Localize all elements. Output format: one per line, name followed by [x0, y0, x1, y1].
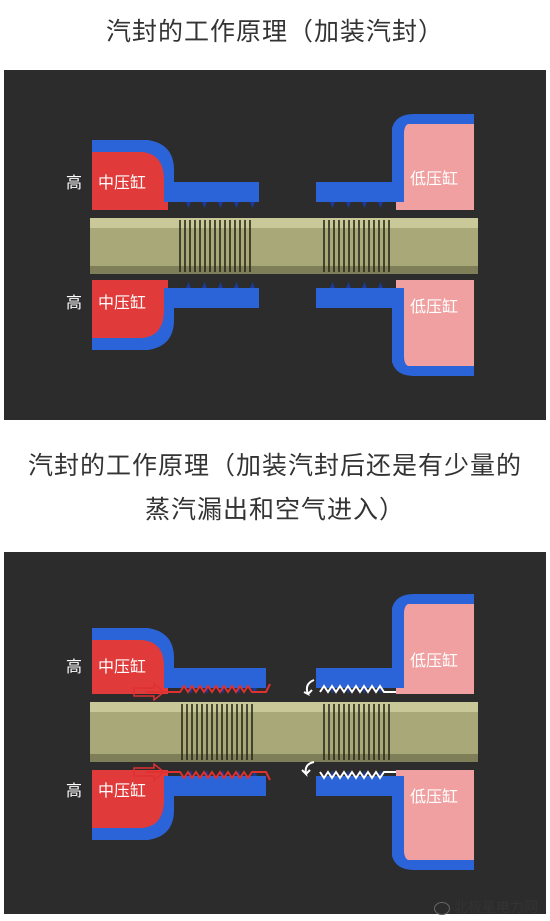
- seal-tooth: [186, 202, 191, 208]
- seal-diagram-1: 高 中压缸 低压缸 高 中压缸 低压缸: [66, 114, 478, 376]
- air-arrow-top: [303, 679, 315, 697]
- label-high-top: 高: [66, 173, 82, 192]
- lp-cylinder-top: [396, 604, 474, 694]
- seal-tooth: [234, 282, 239, 288]
- label-high-bottom: 高: [66, 781, 82, 800]
- label-mid-bottom: 中压缸: [98, 293, 146, 312]
- label-low-bottom: 低压缸: [410, 297, 458, 316]
- brand-text: 北极星电力网: [454, 900, 538, 916]
- seal-tooth: [330, 282, 335, 288]
- label-mid-top: 中压缸: [98, 173, 146, 192]
- lp-casing-top: [316, 114, 474, 202]
- seal-tooth: [378, 202, 383, 208]
- diagram-panel-1: 高 中压缸 低压缸 高 中压缸 低压缸: [4, 70, 546, 420]
- lp-labyrinth-seal: [323, 202, 390, 288]
- lp-casing-bottom: [316, 288, 474, 376]
- seal-tooth: [346, 202, 351, 208]
- hp-cylinder-top: [92, 634, 168, 694]
- label-high-bottom: 高: [66, 293, 82, 312]
- footer-brand: 北极星电力网: [434, 897, 538, 917]
- seal-tooth: [186, 282, 191, 288]
- seal-tooth: [234, 202, 239, 208]
- seal-tooth: [218, 282, 223, 288]
- title-1: 汽封的工作原理（加装汽封）: [105, 17, 444, 46]
- seal-tooth: [362, 202, 367, 208]
- seal-tooth: [346, 282, 351, 288]
- label-low-bottom: 低压缸: [410, 787, 458, 806]
- hp-casing-top: [92, 140, 259, 202]
- title-2-line-1: 汽封的工作原理（加装汽封后还是有少量的: [27, 451, 522, 480]
- steam-leak-top: [146, 683, 271, 694]
- hp-cylinder-bottom: [92, 280, 168, 344]
- steam-leak-bottom: [146, 770, 271, 781]
- seal-tooth: [250, 282, 255, 288]
- label-high-top: 高: [66, 657, 82, 676]
- hp-casing-bottom: [92, 776, 266, 840]
- air-ingress-top: [319, 684, 396, 694]
- title-2-line-2: 蒸汽漏出和空气进入）: [144, 495, 405, 524]
- hp-casing-top: [92, 628, 266, 688]
- lp-cylinder-bottom: [396, 770, 474, 860]
- seal-tooth: [362, 282, 367, 288]
- lp-cylinder-bottom: [396, 280, 474, 366]
- hp-cylinder-top: [92, 146, 168, 210]
- seal-tooth: [330, 202, 335, 208]
- seal-diagram-2: 高 中压缸 低压缸 高 中压缸 低压缸: [66, 594, 478, 870]
- steam-arrow-top: [133, 682, 166, 702]
- lp-casing-top: [316, 594, 474, 688]
- diagram-panel-2: 高 中压缸 低压缸 高 中压缸 低压缸: [4, 552, 546, 914]
- hp-labyrinth-seal: [181, 688, 257, 776]
- lp-cylinder-top: [396, 124, 474, 210]
- label-low-top: 低压缸: [410, 651, 458, 670]
- wechat-icon: [434, 901, 450, 915]
- air-arrow-bottom: [301, 761, 315, 778]
- seal-tooth: [218, 202, 223, 208]
- hp-cylinder-bottom: [92, 770, 168, 834]
- seal-tooth: [202, 282, 207, 288]
- air-ingress-bottom: [319, 770, 396, 780]
- lp-casing-bottom: [316, 776, 474, 870]
- seal-tooth: [250, 202, 255, 208]
- label-mid-top: 中压缸: [98, 657, 146, 676]
- seal-tooth: [378, 282, 383, 288]
- steam-arrow-bottom: [133, 762, 166, 782]
- seal-tooth: [202, 202, 207, 208]
- hp-labyrinth-seal: [179, 202, 255, 288]
- label-low-top: 低压缸: [410, 169, 458, 188]
- label-mid-bottom: 中压缸: [98, 781, 146, 800]
- hp-casing-bottom: [92, 288, 259, 350]
